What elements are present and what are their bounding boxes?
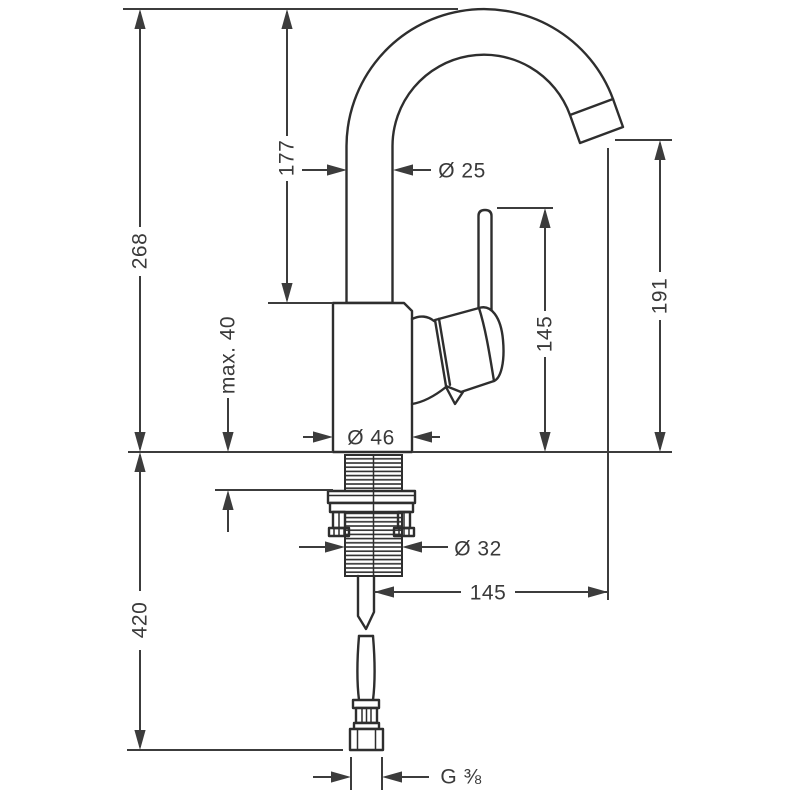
mounting-plate (328, 501, 415, 514)
dimension-diameter-46: Ø 46 (303, 427, 440, 450)
dimension-145-horizontal: 145 (374, 582, 608, 605)
dimension-max-40: max. 40 (217, 316, 240, 532)
dimension-d32-label: Ø 32 (454, 538, 502, 561)
supply-hose (356, 634, 376, 702)
g38-extension-lines (350, 757, 383, 790)
dimension-g38-label: G ⅜ (440, 766, 481, 789)
faucet-outline (326, 7, 625, 752)
dimension-177: 177 (276, 9, 299, 303)
dimension-420-label: 420 (129, 602, 152, 639)
hose-fitting (348, 698, 385, 752)
escutcheon-plate (326, 489, 417, 505)
handle-grip-wedge (444, 385, 465, 406)
dimension-268-label: 268 (129, 233, 152, 270)
aerator-cut-line (568, 97, 615, 117)
dimension-268: 268 (129, 9, 152, 452)
dimension-145-vertical: 145 (534, 208, 557, 452)
faucet-body (331, 301, 414, 454)
handle-grip-end-line (437, 317, 452, 386)
dimension-diameter-32: Ø 32 (299, 538, 502, 561)
dimension-diameter-25: Ø 25 (302, 160, 486, 183)
reference-lines (123, 8, 672, 790)
dimension-d25-label: Ø 25 (438, 160, 486, 183)
dimension-177-label: 177 (276, 140, 299, 177)
supply-pipe (356, 574, 376, 631)
hose-nut (348, 727, 385, 752)
handle-rod (477, 208, 493, 312)
dimension-max40-label: max. 40 (217, 316, 240, 394)
dimension-g38: G ⅜ (313, 766, 481, 789)
dimensions: 268 177 max. 40 Ø 25 145 (129, 9, 672, 789)
handle-socket (410, 315, 448, 406)
dimension-145v-label: 145 (534, 316, 557, 353)
dimension-420: 420 (129, 452, 152, 750)
dimension-145h-label: 145 (470, 582, 507, 605)
dimension-191-label: 191 (649, 278, 672, 315)
dimension-191: 191 (649, 140, 672, 452)
dimension-d46-label: Ø 46 (347, 427, 395, 450)
spout-tube (345, 7, 625, 305)
handle-grip-cap-curve (477, 306, 496, 383)
